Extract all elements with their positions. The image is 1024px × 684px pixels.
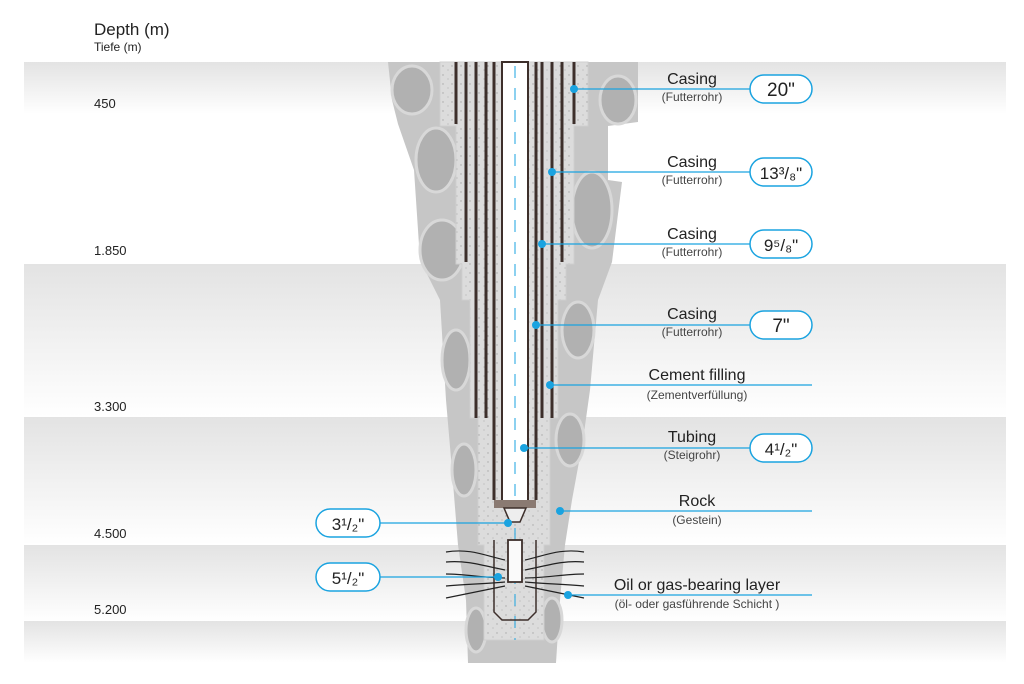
casing-pipes <box>454 62 576 500</box>
depth-label: 4.500 <box>94 526 127 541</box>
packer <box>494 500 536 508</box>
label-cement-filling: Cement filling (Zementverfüllung) <box>647 367 748 402</box>
size-badge <box>749 310 813 340</box>
depth-axis-subtitle: Tiefe (m) <box>94 40 142 54</box>
label-subtitle: (Zementverfüllung) <box>647 388 748 402</box>
label-title: Rock <box>679 493 716 510</box>
depth-label: 5.200 <box>94 602 127 617</box>
label-casing-20: Casing (Futterrohr) 20" <box>662 71 813 104</box>
label-subtitle: (Futterrohr) <box>662 325 723 339</box>
casing-7-liner <box>492 62 538 500</box>
label-title: Oil or gas-bearing layer <box>614 577 781 594</box>
label-tubing-3-1-2: 3¹/₂" <box>315 508 381 538</box>
size-badge-label: 4¹/₂" <box>765 440 797 459</box>
depth-labels: 450 1.850 3.300 4.500 5.200 <box>94 96 127 617</box>
label-title: Casing <box>667 71 717 88</box>
size-badge <box>315 508 381 538</box>
label-rock: Rock (Gestein) <box>672 493 721 527</box>
label-title: Cement filling <box>649 367 746 384</box>
depth-label: 450 <box>94 96 116 111</box>
label-liner-5-1-2: 5¹/₂" <box>315 562 381 592</box>
depth-label: 1.850 <box>94 243 127 258</box>
size-badge <box>749 229 813 259</box>
label-casing-7: Casing (Futterrohr) 7" <box>662 306 813 340</box>
label-subtitle: (Futterrohr) <box>662 90 723 104</box>
perforated-liner <box>507 539 523 583</box>
open-hole <box>493 540 537 621</box>
size-badge-label: 3¹/₂" <box>332 515 364 534</box>
size-badge-label: 13³/₈" <box>760 164 802 183</box>
label-subtitle: (Gestein) <box>672 513 721 527</box>
label-title: Casing <box>667 226 717 243</box>
label-title: Casing <box>667 306 717 323</box>
size-badge <box>749 157 813 187</box>
leader-dots <box>494 85 578 599</box>
size-badge-label: 7" <box>772 316 789 337</box>
depth-label: 3.300 <box>94 399 127 414</box>
casing-9-5-8 <box>474 62 554 418</box>
label-subtitle: (Futterrohr) <box>662 173 723 187</box>
label-subtitle: (Futterrohr) <box>662 245 723 259</box>
size-badge-label: 5¹/₂" <box>332 569 364 588</box>
label-subtitle: (Steigrohr) <box>664 448 721 462</box>
label-title: Tubing <box>668 429 716 446</box>
size-badge <box>749 74 813 104</box>
tubing-nozzle <box>502 507 528 523</box>
depth-axis-title: Depth (m) <box>94 20 170 39</box>
tubing-pipe <box>501 61 529 503</box>
casing-13-3-8 <box>464 62 564 262</box>
label-title: Casing <box>667 154 717 171</box>
size-badge <box>315 562 381 592</box>
label-oil-gas-layer: Oil or gas-bearing layer (öl- oder gasfü… <box>614 577 781 611</box>
leader-lines <box>380 88 812 596</box>
label-casing-9-5-8: Casing (Futterrohr) 9⁵/₈" <box>662 226 813 259</box>
label-tubing: Tubing (Steigrohr) 4¹/₂" <box>664 429 813 463</box>
size-badge <box>749 433 813 463</box>
size-badge-label: 9⁵/₈" <box>764 236 798 255</box>
label-casing-13-3-8: Casing (Futterrohr) 13³/₈" <box>662 154 813 187</box>
label-subtitle: (öl- oder gasführende Schicht ) <box>615 597 780 611</box>
flow-lines <box>445 550 585 599</box>
size-badge-label: 20" <box>767 80 795 101</box>
